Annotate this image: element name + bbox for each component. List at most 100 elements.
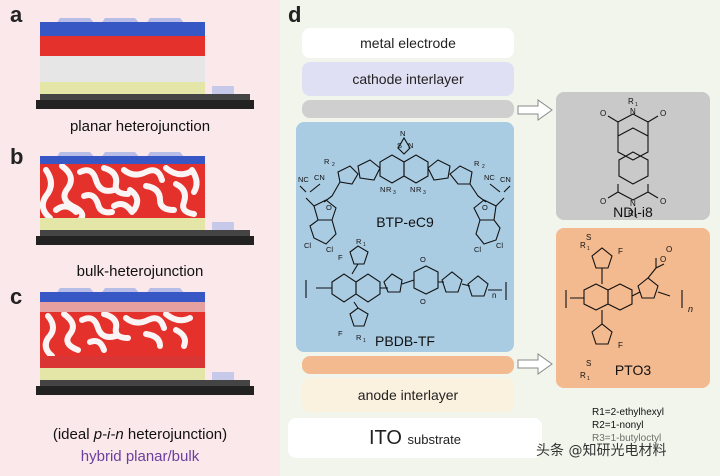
svg-text:R: R xyxy=(356,237,362,246)
svg-text:R: R xyxy=(416,185,422,194)
svg-text:F: F xyxy=(618,247,623,256)
svg-text:CN: CN xyxy=(500,175,511,184)
cathode-interlayer-layer: cathode interlayer xyxy=(302,62,514,96)
bulk-device-stack xyxy=(36,152,254,245)
ndi-layer xyxy=(302,100,514,118)
pin-heterojunction-caption: (ideal p-i-n heterojunction) xyxy=(52,426,228,443)
svg-text:O: O xyxy=(600,197,606,206)
ndi-i8-box xyxy=(556,92,710,220)
svg-text:R: R xyxy=(628,97,634,106)
svg-text:O: O xyxy=(660,255,666,264)
svg-text:S: S xyxy=(586,233,591,242)
r-group-3: R3=1-butyloctyl xyxy=(592,433,662,444)
pto3-layer xyxy=(302,356,514,374)
svg-text:1: 1 xyxy=(635,102,638,108)
svg-text:O: O xyxy=(482,203,488,212)
svg-text:CN: CN xyxy=(314,173,325,182)
blend-morphology xyxy=(40,164,205,218)
svg-text:R: R xyxy=(580,371,586,380)
svg-text:N: N xyxy=(630,199,636,208)
svg-text:O: O xyxy=(420,297,426,306)
svg-text:3: 3 xyxy=(393,190,396,196)
ito-layer xyxy=(40,230,250,236)
svg-text:Cl: Cl xyxy=(474,245,481,254)
cathode-interlayer-layer xyxy=(40,22,205,36)
glass-substrate xyxy=(36,100,254,109)
arrow-to-ndi-icon xyxy=(517,99,553,121)
panel-a-label: a xyxy=(10,2,23,27)
bulk-heterojunction-caption: bulk-heterojunction xyxy=(76,263,204,280)
pbdb-tf-label: PBDB-TF xyxy=(375,333,435,349)
donor-rich-layer xyxy=(40,356,205,368)
acceptor-rich-layer xyxy=(40,302,205,312)
r-group-1: R1=2-ethylhexyl xyxy=(592,407,664,418)
svg-text:Cl: Cl xyxy=(326,245,333,254)
acceptor-layer xyxy=(40,36,205,56)
svg-text:1: 1 xyxy=(635,214,638,220)
r-group-definitions: R1=2-ethylhexyl R2=1-nonyl R3=1-butyloct… xyxy=(592,406,664,445)
anode-interlayer-layer xyxy=(40,218,205,230)
svg-text:R: R xyxy=(628,209,634,218)
glass-substrate xyxy=(36,386,254,395)
panel-d-label: d xyxy=(288,2,302,27)
svg-text:n: n xyxy=(688,304,693,314)
svg-text:O: O xyxy=(660,197,666,206)
svg-text:F: F xyxy=(338,329,343,338)
btp-ec9-structure xyxy=(299,136,511,327)
material-stack-panel: d metal electrode cathode interlayer xyxy=(280,0,720,476)
svg-text:Cl: Cl xyxy=(304,241,311,250)
svg-text:1: 1 xyxy=(363,242,366,248)
svg-text:O: O xyxy=(666,245,672,254)
ito-layer xyxy=(40,380,250,386)
svg-text:R: R xyxy=(356,333,362,342)
btp-ec9-label: BTP-eC9 xyxy=(376,214,434,230)
svg-text:2: 2 xyxy=(482,164,485,170)
planar-heterojunction-caption: planar heterojunction xyxy=(69,118,211,135)
svg-text:NC: NC xyxy=(484,173,495,182)
bottom-contact-pad xyxy=(212,86,234,94)
donor-layer xyxy=(40,56,205,82)
svg-text:N: N xyxy=(380,185,385,194)
ito-layer xyxy=(40,94,250,100)
anode-interlayer-layer: anode interlayer xyxy=(302,378,514,412)
svg-text:1: 1 xyxy=(587,246,590,252)
hybrid-planar-bulk-caption: hybrid planar/bulk xyxy=(80,448,200,465)
svg-text:O: O xyxy=(326,203,332,212)
bottom-contact-pad xyxy=(212,372,234,380)
svg-text:O: O xyxy=(660,109,666,118)
svg-text:3: 3 xyxy=(423,190,426,196)
svg-text:F: F xyxy=(618,341,623,350)
svg-text:NC: NC xyxy=(298,175,309,184)
svg-text:N: N xyxy=(410,185,415,194)
cathode-interlayer-layer xyxy=(40,292,205,302)
svg-text:R: R xyxy=(386,185,392,194)
panel-b-label: b xyxy=(10,144,24,169)
svg-text:Cl: Cl xyxy=(496,241,503,250)
svg-text:2: 2 xyxy=(332,162,335,168)
svg-text:1: 1 xyxy=(587,376,590,382)
metal-electrode-layer: metal electrode xyxy=(302,28,514,58)
svg-text:1: 1 xyxy=(363,338,366,344)
svg-text:R: R xyxy=(580,241,586,250)
svg-text:S: S xyxy=(397,141,402,150)
anode-interlayer-layer xyxy=(40,368,205,380)
svg-text:O: O xyxy=(600,109,606,118)
glass-substrate xyxy=(36,236,254,245)
svg-text:S: S xyxy=(586,359,591,368)
svg-text:N: N xyxy=(408,141,413,150)
planar-device-stack xyxy=(36,18,254,109)
svg-text:R: R xyxy=(474,159,480,168)
svg-text:O: O xyxy=(420,255,426,264)
svg-text:n: n xyxy=(492,291,496,300)
panel-c-label: c xyxy=(10,284,23,309)
blend-morphology xyxy=(40,312,205,356)
watermark-text: 头条 @知研光电材料 xyxy=(536,443,667,459)
bottom-contact-pad xyxy=(212,222,234,230)
svg-text:N: N xyxy=(630,107,636,116)
r-group-2: R2=1-nonyl xyxy=(592,420,644,431)
arrow-to-pto3-icon xyxy=(517,353,553,375)
pto3-box xyxy=(556,228,710,388)
